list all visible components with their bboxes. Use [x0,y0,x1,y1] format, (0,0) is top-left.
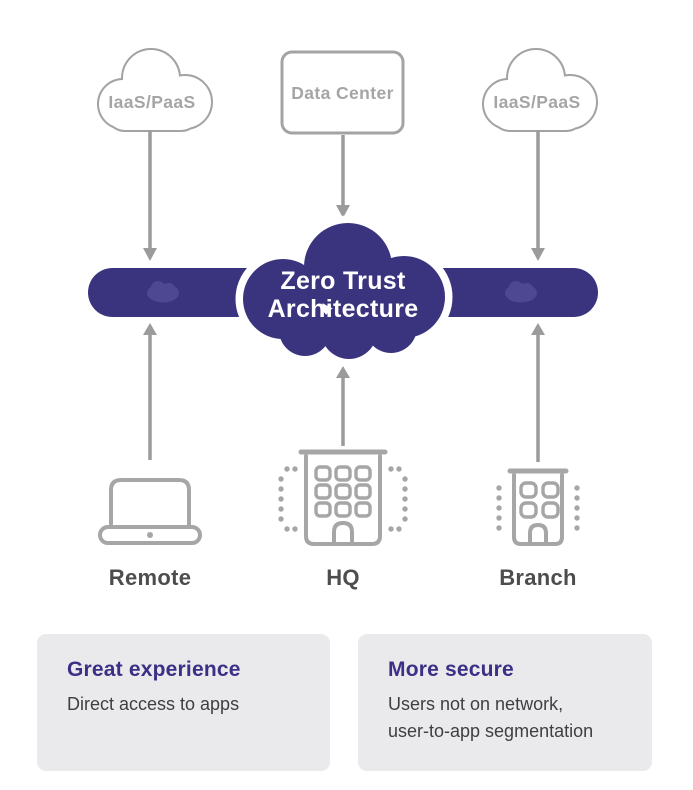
arrowhead-up-icon [336,366,350,378]
card-body-line: Users not on network, [388,694,564,714]
card-title: Great experience [67,658,241,681]
card-title: More secure [388,658,514,681]
hq-windows [314,465,372,518]
arrowhead-down-icon [531,248,545,261]
card-body-line: Direct access to apps [67,694,240,714]
arrowhead-down-icon [336,205,350,218]
arrowhead-up-icon [143,323,157,335]
hq-dots-right [388,466,408,532]
branch-label: Branch [499,565,577,590]
branch-windows [519,481,560,519]
remote-label: Remote [109,565,192,590]
arrowhead-up-icon [531,323,545,335]
hq-door [332,520,354,546]
hq-label: HQ [326,565,360,590]
iaas-paas-label-right: IaaS/PaaS [493,92,580,112]
data-center-border [280,50,405,135]
cloud-icon [97,48,213,132]
hq-building-icon [278,449,408,546]
hq-dots-left [278,466,298,532]
zero-trust-cloud: Zero Trust Architecture [235,215,453,367]
branch-dots-left [496,485,502,531]
data-center-label: Data Center [291,83,394,103]
iaas-paas-label-left: IaaS/PaaS [108,92,195,112]
zero-trust-title-line2: Architecture [268,295,419,323]
branch-building-icon [496,468,580,546]
arrow-up-right [531,323,545,462]
benefit-card-experience: Great experience Direct access to apps [37,634,330,771]
benefit-card-secure: More secure Users not on network, user-t… [358,634,652,771]
arrow-down-left [143,130,157,261]
arrow-up-left [143,323,157,460]
iaas-paas-cloud-right: IaaS/PaaS [482,48,598,132]
diagram-canvas: IaaS/PaaS Data Center IaaS/PaaS [88,48,598,590]
arrow-down-center [336,135,350,218]
cloud-body [243,223,445,359]
arrowhead-down-icon [143,248,157,261]
iaas-paas-cloud-left: IaaS/PaaS [97,48,213,132]
branch-dots-right [574,485,580,531]
laptop-icon [98,478,202,545]
card-body-line: user-to-app segmentation [388,721,594,741]
branch-door [528,522,548,546]
data-center-box: Data Center [280,50,405,135]
zero-trust-title-line1: Zero Trust [280,267,406,295]
arrow-up-center [336,366,350,446]
arrow-down-right [531,130,545,261]
cloud-icon [482,48,598,132]
